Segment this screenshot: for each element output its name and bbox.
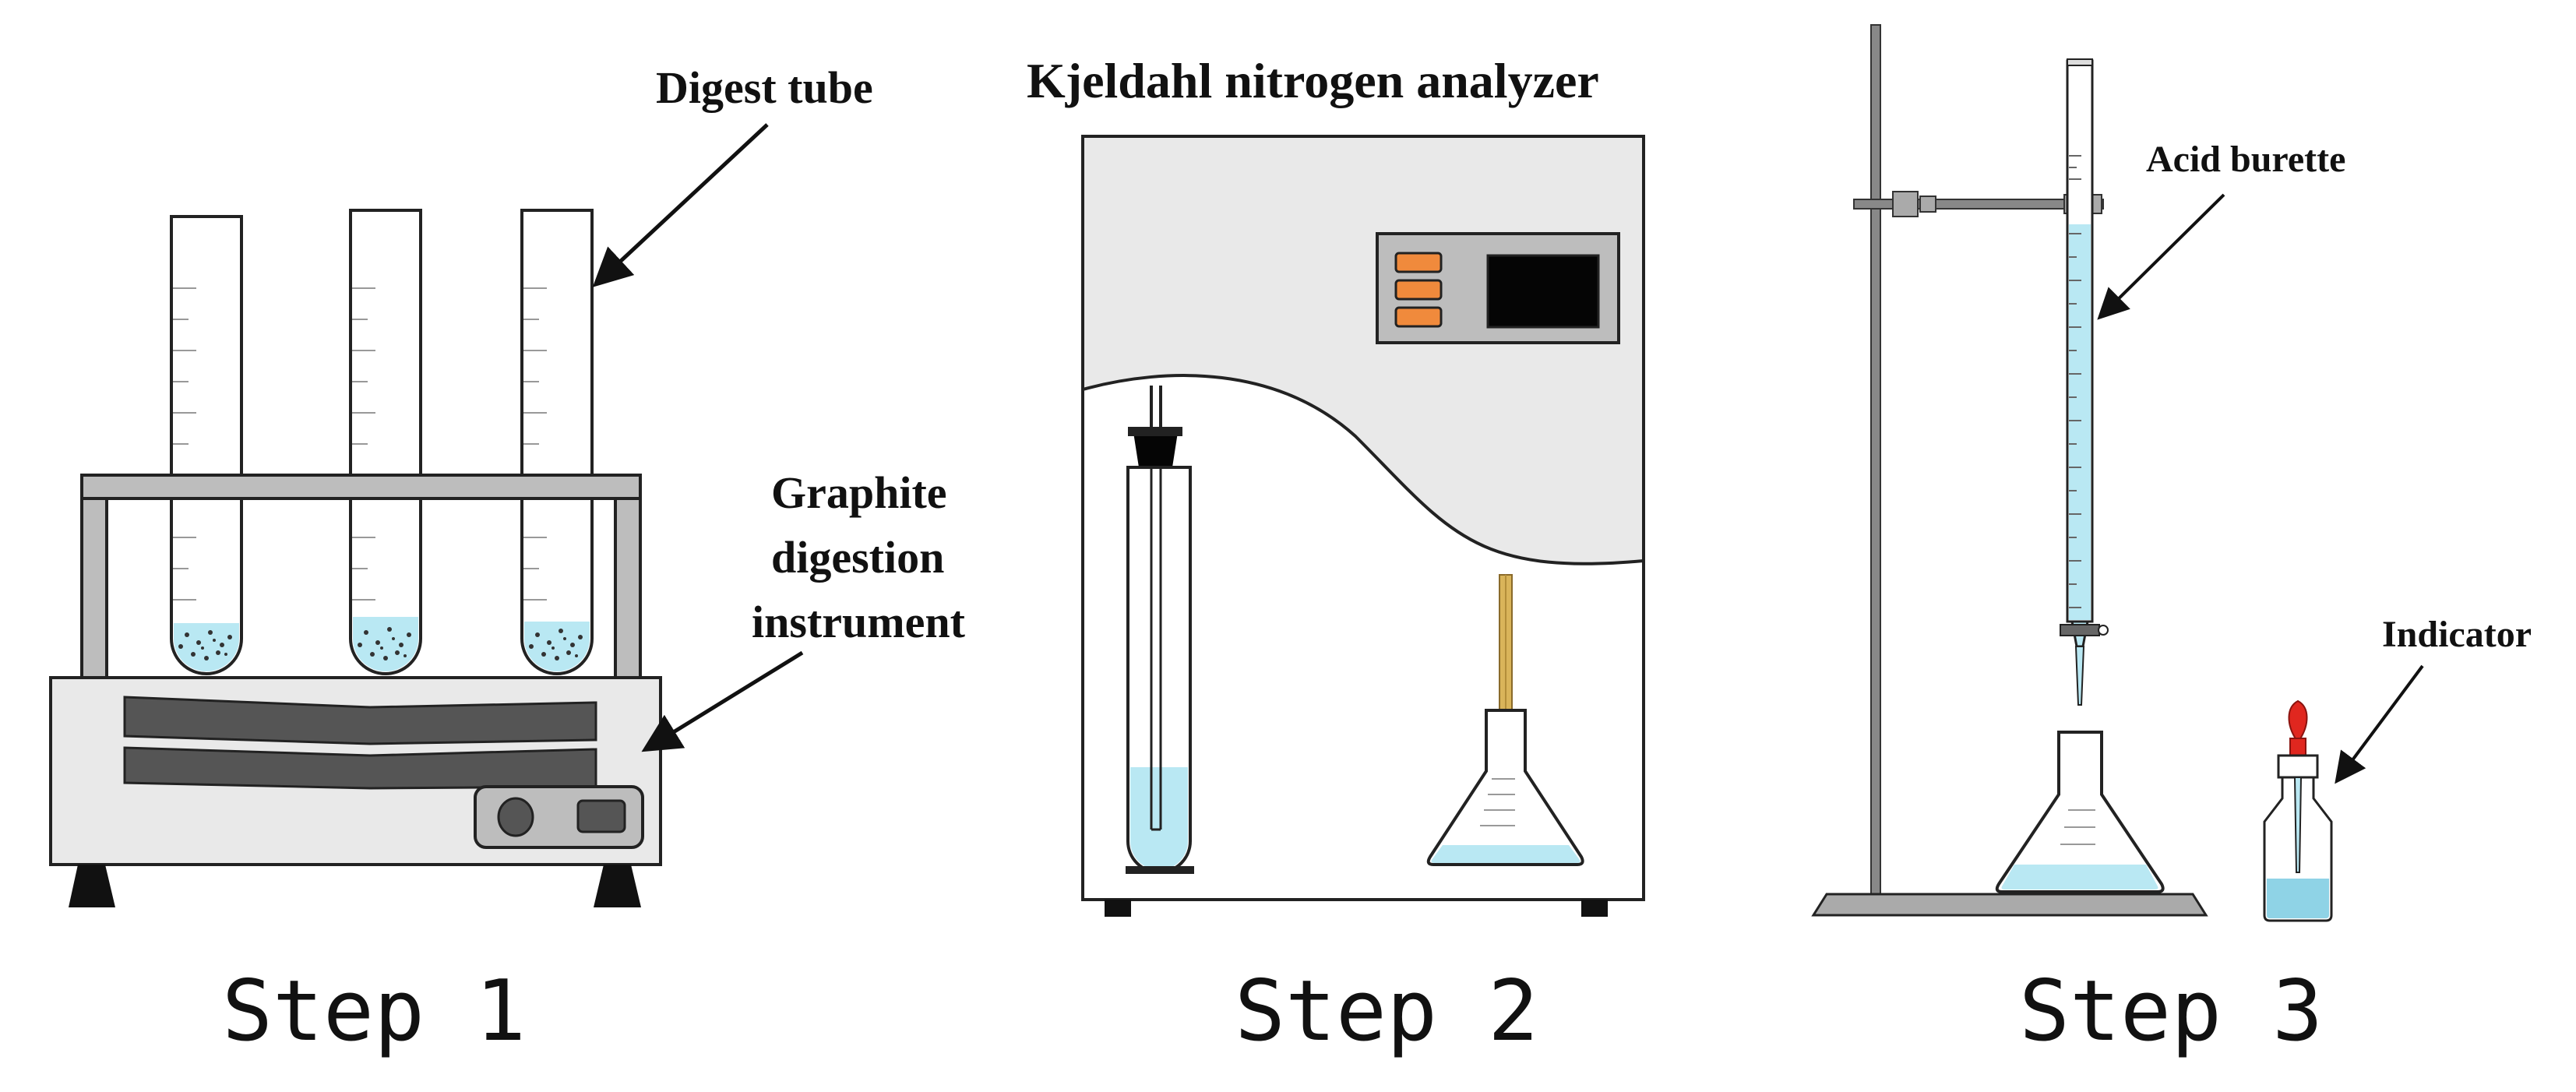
rack-right-post [614,491,642,689]
analyzer-title: Kjeldahl nitrogen analyzer [1027,53,1599,108]
step3-titration-setup: Acid burette Indicator Step 3 [1811,24,2532,1060]
stand-base [1811,893,2208,917]
digest-tube-label: Digest tube [656,62,873,113]
control-display [576,799,626,833]
analyzer-button [1394,252,1443,273]
indicator-arrow [2335,664,2424,784]
block-foot-left [69,865,115,907]
indicator-bottle [2263,699,2333,922]
burette-stopcock [2060,624,2100,636]
digest-tube [170,215,243,675]
graphite-label-line3: instrument [752,597,966,647]
digest-tube-arrow [592,123,769,287]
graphite-label-line2: digestion [771,532,944,583]
graphite-arrow [641,650,804,752]
analyzer-screen [1486,254,1600,329]
indicator-label: Indicator [2382,614,2532,655]
receiving-flask [1426,709,1584,866]
digest-tube [520,209,594,675]
clamp-boss [1892,191,1919,217]
step2-analyzer-setup: Kjeldahl nitrogen analyzer [1027,53,1645,1060]
acid-burette-arrow [2097,193,2225,320]
step3-label: Step 3 [2019,963,2323,1060]
tube-stopper-cap [1128,427,1182,436]
step2-label: Step 2 [1235,963,1538,1060]
tube-stopper [1133,432,1178,467]
cabinet-foot-left [1105,900,1131,917]
block-foot-right [594,865,641,907]
rack-left-post [80,491,108,689]
analyzer-button [1394,306,1443,328]
analyzer-recess-edge [1082,374,1644,565]
step1-digestion-setup: Digest tube Graphite digestion instrumen… [49,62,966,1060]
cabinet-foot-right [1581,900,1608,917]
acid-burette [2060,58,2109,706]
step1-label: Step 1 [222,963,526,1060]
graphite-label-line1: Graphite [771,467,947,518]
dropper-bulb [2288,699,2308,741]
control-knob [497,797,534,837]
distillation-tube [1126,466,1192,874]
analyzer-button [1394,279,1443,301]
digest-tube [349,209,422,675]
acid-burette-label: Acid burette [2146,139,2345,180]
heating-slot [123,696,597,745]
rack-top-bar [80,474,642,500]
tube-base [1126,866,1194,874]
titration-flask [1995,731,2165,893]
stand-rod [1870,24,1881,898]
